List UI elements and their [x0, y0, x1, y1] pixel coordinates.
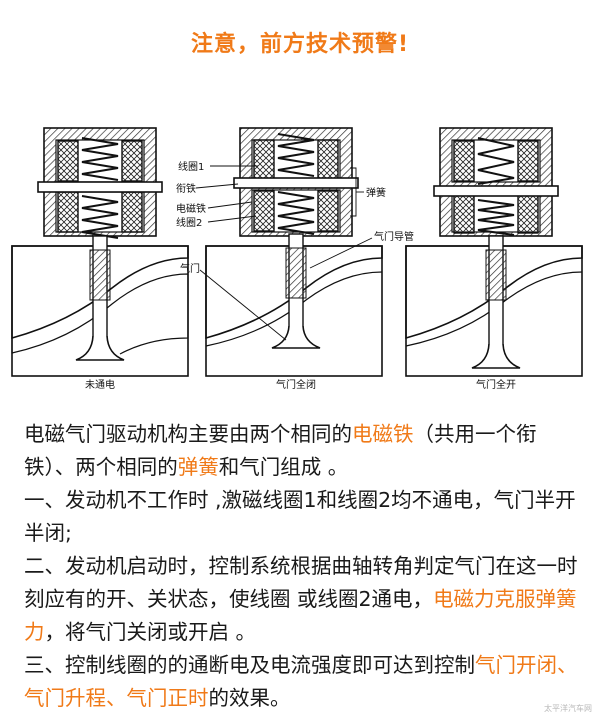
- valve-actuator-diagram: 线圈1 衔铁 电磁铁 线圈2 弹簧 气门导管 气门 未通电 气门全闭 气门全开: [11, 127, 583, 391]
- unit-valve-closed: [195, 127, 383, 377]
- paragraph-step2: 二、发动机启动时，控制系统根据曲轴转角判定气门在这一时刻应有的开、关状态，使线圈…: [24, 554, 578, 644]
- label-spring: 弹簧: [366, 186, 386, 199]
- headline: 注意，前方技术预警!: [190, 32, 410, 57]
- caption-valve-closed: 气门全闭: [276, 378, 316, 391]
- highlight-effects: 气门开闭、气门升程、气门正时: [24, 653, 578, 710]
- paragraph-step3: 三、控制线圈的的通断电及电流强度即可达到控制气门开闭、气门升程、气门正时的效果。: [24, 653, 578, 710]
- caption-unpowered: 未通电: [85, 378, 115, 391]
- unit-valve-open: [405, 127, 583, 377]
- paragraph-overview: 电磁气门驱动机构主要由两个相同的电磁铁（共用一个衔铁）、两个相同的弹簧和气门组成…: [24, 422, 537, 479]
- label-valve-guide: 气门导管: [374, 230, 414, 243]
- highlight-force: 电磁力克服弹簧力: [24, 587, 577, 644]
- highlight-spring: 弹簧: [177, 455, 219, 479]
- label-coil1: 线圈1: [178, 160, 204, 173]
- label-coil2: 线圈2: [176, 216, 202, 229]
- unit-unpowered: [11, 127, 189, 377]
- paragraph-step1: 一、发动机不工作时 ,激磁线圈1和线圈2均不通电，气门半开半闭;: [24, 488, 576, 545]
- caption-valve-open: 气门全开: [476, 378, 516, 391]
- label-armature: 衔铁: [176, 182, 196, 195]
- label-electromagnet: 电磁铁: [176, 202, 206, 215]
- description-text: 电磁气门驱动机构主要由两个相同的电磁铁（共用一个衔铁）、两个相同的弹簧和气门组成…: [24, 418, 584, 715]
- watermark: 太平洋汽车网: [544, 704, 592, 713]
- highlight-electromagnet: 电磁铁: [352, 422, 414, 446]
- label-valve: 气门: [180, 262, 200, 275]
